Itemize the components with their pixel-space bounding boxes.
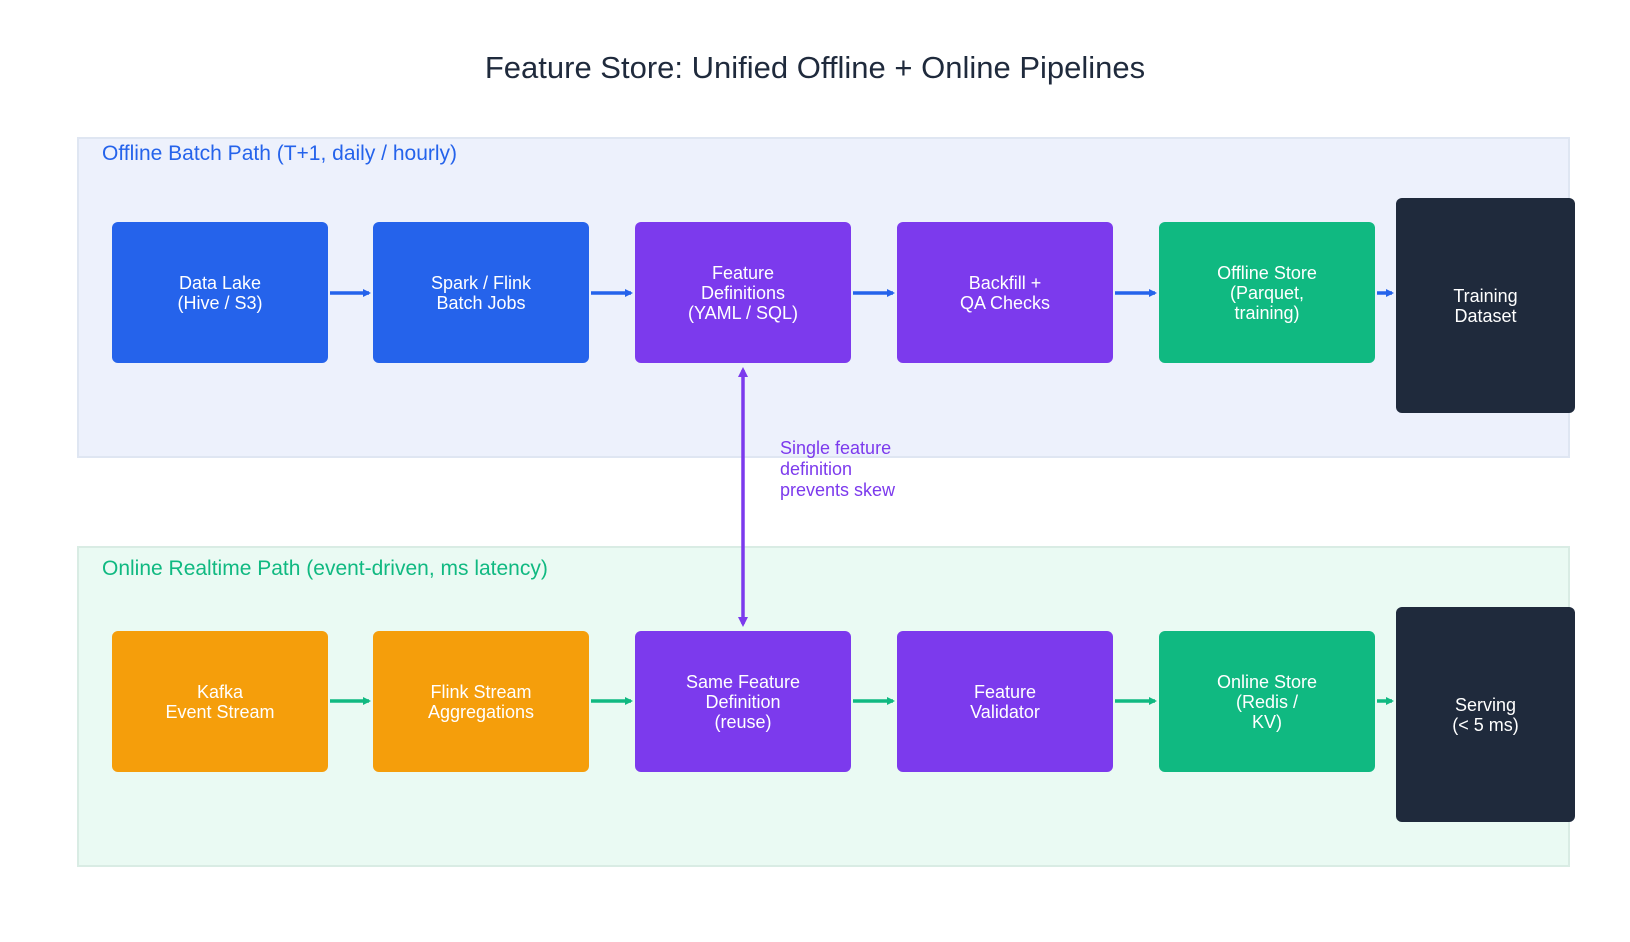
offline-lane-label: Offline Batch Path (T+1, daily / hourly) xyxy=(102,142,458,165)
node-data-lake: Data Lake (Hive / S3) xyxy=(112,222,328,363)
node-serving: Serving (< 5 ms) xyxy=(1396,607,1575,822)
node-batch-jobs: Spark / Flink Batch Jobs xyxy=(373,222,589,363)
diagram-title: Feature Store: Unified Offline + Online … xyxy=(484,50,1146,85)
node-same-feature-definition: Same Feature Definition (reuse) xyxy=(635,631,851,772)
node-feature-definitions: Feature Definitions (YAML / SQL) xyxy=(635,222,851,363)
node-kafka-stream: Kafka Event Stream xyxy=(112,631,328,772)
node-offline-store: Offline Store (Parquet, training) xyxy=(1159,222,1375,363)
node-feature-validator: Feature Validator xyxy=(897,631,1113,772)
node-training-dataset: Training Dataset xyxy=(1396,198,1575,413)
node-stream-aggregations: Flink Stream Aggregations xyxy=(373,631,589,772)
online-lane-label: Online Realtime Path (event-driven, ms l… xyxy=(102,557,548,580)
shared-definition-note: Single feature definition prevents skew xyxy=(780,438,896,500)
node-online-store: Online Store (Redis / KV) xyxy=(1159,631,1375,772)
node-backfill-qa: Backfill + QA Checks xyxy=(897,222,1113,363)
